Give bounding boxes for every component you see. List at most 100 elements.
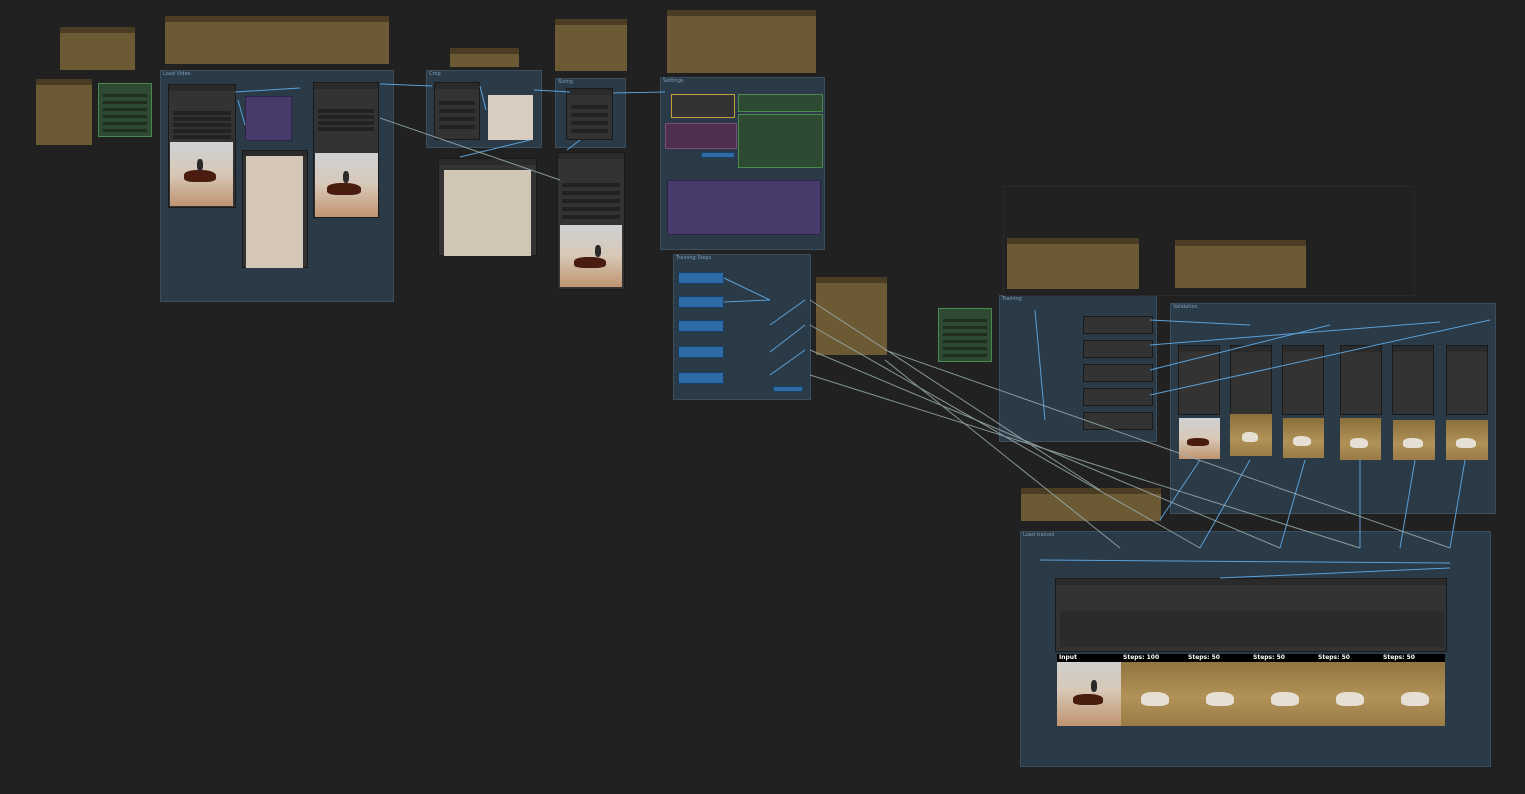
steps-primitive-2[interactable] bbox=[678, 296, 724, 308]
video-preview-image bbox=[170, 142, 233, 206]
link bbox=[1149, 324, 1331, 371]
validation-node-6[interactable] bbox=[1446, 345, 1488, 415]
comparison-image-5 bbox=[1381, 654, 1445, 726]
comparison-image-4 bbox=[1316, 654, 1381, 726]
sizing-preview-image bbox=[560, 225, 622, 287]
link bbox=[884, 359, 1121, 549]
preview-image bbox=[315, 153, 378, 217]
note[interactable] bbox=[450, 48, 519, 67]
link bbox=[1449, 459, 1466, 549]
blue-links bbox=[234, 83, 1491, 579]
link bbox=[769, 349, 806, 376]
steps-primitive-4[interactable] bbox=[678, 346, 724, 358]
validation-image-3 bbox=[1283, 418, 1324, 458]
settings-green-node-2[interactable] bbox=[738, 114, 823, 168]
settings-green-node-1[interactable] bbox=[738, 94, 823, 112]
sizing-node[interactable] bbox=[566, 88, 613, 140]
comparison-label: Input bbox=[1057, 654, 1121, 662]
link bbox=[1279, 459, 1306, 549]
link bbox=[723, 299, 771, 303]
note[interactable] bbox=[1007, 238, 1139, 289]
empty-frame bbox=[1003, 186, 1415, 296]
link bbox=[1034, 309, 1046, 421]
settings-orange-node[interactable] bbox=[671, 94, 735, 118]
link bbox=[533, 89, 571, 93]
link bbox=[234, 87, 301, 93]
link bbox=[1399, 459, 1416, 549]
settings-blue-node[interactable] bbox=[701, 152, 735, 158]
preview-node[interactable] bbox=[313, 82, 379, 218]
validation-node-5[interactable] bbox=[1392, 345, 1434, 415]
crop-grid-image bbox=[488, 95, 533, 140]
link bbox=[479, 85, 487, 111]
link bbox=[1149, 319, 1251, 326]
comparison-image-3 bbox=[1251, 654, 1316, 726]
link bbox=[612, 91, 666, 94]
frames-grid-image bbox=[246, 156, 303, 268]
link bbox=[1199, 459, 1251, 549]
group-title: Training bbox=[1002, 296, 1022, 302]
comparison-label: Steps: 50 bbox=[1381, 654, 1445, 662]
link bbox=[1219, 567, 1451, 579]
link bbox=[769, 324, 806, 353]
validation-image-4 bbox=[1340, 418, 1381, 460]
link bbox=[884, 349, 1451, 549]
note[interactable] bbox=[667, 10, 816, 73]
group-title: Sizing bbox=[558, 79, 573, 85]
group-title: Validation bbox=[1173, 304, 1198, 310]
group-title: Load Video bbox=[163, 71, 191, 77]
note[interactable] bbox=[816, 277, 887, 355]
note[interactable] bbox=[165, 16, 389, 64]
note[interactable] bbox=[1175, 240, 1306, 288]
steps-primitive-1[interactable] bbox=[678, 272, 724, 284]
purple-node[interactable] bbox=[245, 96, 292, 141]
validation-node-2[interactable] bbox=[1230, 345, 1272, 415]
settings-magenta-node[interactable] bbox=[665, 123, 737, 149]
training-node-4[interactable] bbox=[1083, 388, 1153, 406]
note[interactable] bbox=[1021, 488, 1161, 521]
link bbox=[379, 117, 561, 181]
group-validation[interactable]: Validation bbox=[1170, 303, 1496, 514]
link bbox=[1039, 559, 1451, 564]
group-title: Training Steps bbox=[676, 255, 712, 261]
validation-node-4[interactable] bbox=[1340, 345, 1382, 415]
steps-primitive-5[interactable] bbox=[678, 372, 724, 384]
note[interactable] bbox=[60, 27, 135, 70]
link bbox=[379, 83, 433, 87]
steps-primitive-6[interactable] bbox=[773, 386, 803, 392]
gray-links bbox=[379, 117, 1451, 549]
link bbox=[769, 299, 806, 326]
note[interactable] bbox=[36, 79, 92, 145]
crop-preview-grid bbox=[444, 170, 531, 256]
settings-node[interactable] bbox=[98, 83, 152, 137]
comparison-label: Steps: 50 bbox=[1251, 654, 1316, 662]
link bbox=[809, 299, 1101, 491]
group-title: Settings bbox=[663, 78, 684, 84]
validation-image-1 bbox=[1179, 418, 1220, 459]
comparison-label: Steps: 50 bbox=[1316, 654, 1381, 662]
note[interactable] bbox=[555, 19, 627, 71]
validation-node-3[interactable] bbox=[1282, 345, 1324, 415]
training-node-3[interactable] bbox=[1083, 364, 1153, 382]
link bbox=[566, 139, 581, 151]
settings-purple-node[interactable] bbox=[667, 180, 821, 235]
steps-primitive-3[interactable] bbox=[678, 320, 724, 332]
comparison-image-1 bbox=[1121, 654, 1186, 726]
group-title: Load trained bbox=[1023, 532, 1055, 538]
compare-node[interactable] bbox=[1055, 578, 1447, 652]
group-title: Crop bbox=[429, 71, 441, 77]
comparison-image-input bbox=[1057, 654, 1121, 726]
validation-image-2 bbox=[1230, 414, 1272, 456]
settings-node[interactable] bbox=[938, 308, 992, 362]
validation-image-5 bbox=[1393, 420, 1435, 460]
crop-node[interactable] bbox=[434, 82, 480, 140]
validation-image-6 bbox=[1446, 420, 1488, 460]
link bbox=[809, 374, 1361, 549]
link bbox=[723, 277, 771, 301]
link bbox=[459, 139, 531, 158]
training-node-2[interactable] bbox=[1083, 340, 1153, 358]
link bbox=[1149, 319, 1491, 396]
training-node-1[interactable] bbox=[1083, 316, 1153, 334]
validation-node-1[interactable] bbox=[1178, 345, 1220, 415]
